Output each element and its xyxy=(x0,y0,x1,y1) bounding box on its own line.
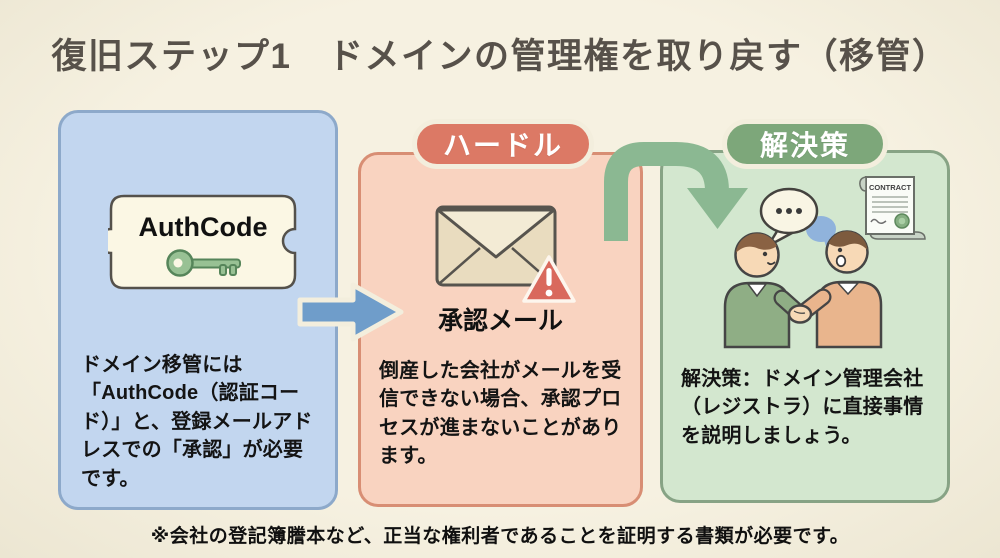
hurdle-caption: 承認メール xyxy=(437,307,563,335)
ticket-icon: AuthCode xyxy=(97,194,297,290)
panel-authcode: AuthCode ドメイン移管には「AuthCode（認証コード）」と、登録メー… xyxy=(58,110,338,510)
authcode-ticket: AuthCode xyxy=(97,193,298,291)
key-icon xyxy=(166,249,241,277)
panel-solution: 解決策：ドメイン管理会社（レジストラ）に直接事情を説明しましょう。 xyxy=(660,150,950,503)
authcode-description: ドメイン移管には「AuthCode（認証コード）」と、登録メールアドレスでの「承… xyxy=(81,354,313,490)
ticket-label: AuthCode xyxy=(139,212,268,242)
envelope-icon xyxy=(435,205,557,287)
solution-description: 解決策：ドメイン管理会社（レジストラ）に直接事情を説明しましょう。 xyxy=(681,368,924,447)
solution-badge: 解決策 xyxy=(722,119,888,169)
footnote: ※会社の登記簿謄本など、正当な権利者であることを証明する書類が必要です。 xyxy=(150,526,850,547)
hurdle-description: 倒産した会社がメールを受信できない場合、承認プロセスが進まないことがあります。 xyxy=(379,360,622,468)
panel-hurdle: 承認メール 倒産した会社がメールを受信できない場合、承認プロセスが進まないことが… xyxy=(358,152,643,507)
warning-icon xyxy=(522,255,576,303)
approval-mail-illustration xyxy=(433,203,578,308)
hurdle-badge: ハードル xyxy=(412,119,594,169)
page-title: 復旧ステップ1 ドメインの管理権を取り戻す（移管） xyxy=(51,37,949,76)
envelope-warning-art xyxy=(435,205,576,303)
